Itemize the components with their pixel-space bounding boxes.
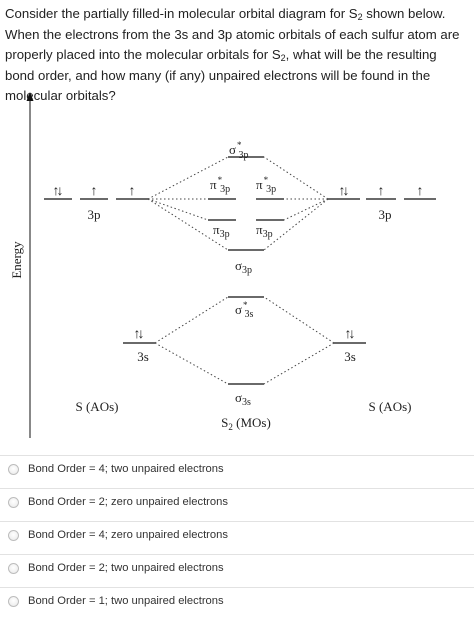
left-3s-label: 3s (137, 349, 149, 364)
right-3s-label: 3s (344, 349, 356, 364)
option-label: Bond Order = 4; zero unpaired electrons (28, 529, 228, 541)
right-3p-single-electron-1: ↑ (378, 184, 385, 199)
pi-star-3p-label-2: π*3p (256, 175, 276, 195)
option-divider (0, 455, 474, 456)
sigma-3p-label: σ3p (235, 258, 252, 276)
answer-option-5[interactable]: Bond Order = 1; two unpaired electrons (0, 587, 474, 620)
question-part-2: shown below. When the electrons from the… (5, 6, 460, 62)
energy-label: Energy (9, 241, 24, 279)
radio-button[interactable] (8, 497, 19, 508)
option-divider (0, 587, 474, 588)
answer-option-2[interactable]: Bond Order = 2; zero unpaired electrons (0, 488, 474, 521)
left-3p-single-electron-2: ↑ (129, 184, 136, 199)
left-3p-label: 3p (88, 207, 101, 222)
pi-star-3p-label-1: π*3p (210, 175, 230, 195)
left-aos-label: S (AOs) (76, 399, 119, 414)
mos-label: S2 (MOs) (221, 415, 271, 432)
left-3s-paired-electrons: ↑↓ (134, 327, 145, 342)
radio-button[interactable] (8, 464, 19, 475)
radio-button[interactable] (8, 563, 19, 574)
left-3p-paired-electrons: ↑↓ (53, 184, 64, 199)
energy-axis-arrowhead (26, 92, 34, 101)
right-3s-paired-electrons: ↑↓ (345, 327, 356, 342)
right-3p-paired-electrons: ↑↓ (339, 184, 350, 199)
question-text: Consider the partially filled-in molecul… (5, 4, 469, 107)
option-label: Bond Order = 1; two unpaired electrons (28, 595, 224, 607)
option-divider (0, 554, 474, 555)
answer-option-3[interactable]: Bond Order = 4; zero unpaired electrons (0, 521, 474, 554)
answer-option-4[interactable]: Bond Order = 2; two unpaired electrons (0, 554, 474, 587)
sigma-star-3s-label: σ*3s (235, 300, 254, 320)
mo-diagram: Energy (9, 92, 436, 438)
option-divider (0, 521, 474, 522)
sigma-star-3p-label: σ*3p (229, 140, 249, 161)
right-3p-single-electron-2: ↑ (417, 184, 424, 199)
option-label: Bond Order = 2; two unpaired electrons (28, 562, 224, 574)
option-divider (0, 488, 474, 489)
right-3p-label: 3p (379, 207, 392, 222)
pi-3p-label-1: π3p (213, 222, 230, 240)
question-sub-1: 2 (357, 12, 363, 22)
radio-button[interactable] (8, 530, 19, 541)
answer-option-1[interactable]: Bond Order = 4; two unpaired electrons (0, 455, 474, 488)
right-aos-label: S (AOs) (369, 399, 412, 414)
pi-3p-label-2: π3p (256, 222, 273, 240)
question-part-1: Consider the partially filled-in molecul… (5, 6, 358, 21)
option-label: Bond Order = 2; zero unpaired electrons (28, 496, 228, 508)
sigma-3s-label: σ3s (235, 390, 251, 408)
radio-button[interactable] (8, 596, 19, 607)
question-sub-2: 2 (280, 53, 286, 63)
option-label: Bond Order = 4; two unpaired electrons (28, 463, 224, 475)
left-3p-single-electron-1: ↑ (91, 184, 98, 199)
connector-lines (147, 156, 335, 385)
